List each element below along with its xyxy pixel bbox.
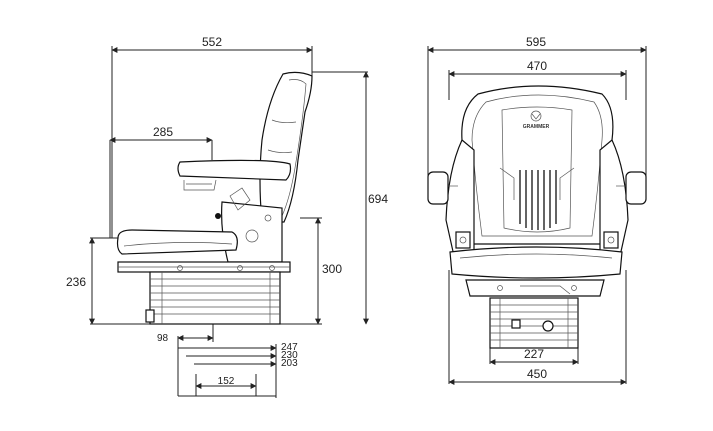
front-view: 595 470 227 450 GRAMME [427, 35, 647, 385]
bracket-left [455, 231, 471, 249]
dim-694: 694 [368, 192, 388, 206]
dim-247: 247 [281, 342, 298, 353]
suspension-base [489, 297, 579, 349]
seat-side-drawing [116, 71, 313, 325]
seat-front-drawing: GRAMMER [427, 85, 647, 349]
side-view: 552 285 694 300 236 98 247 230 203 152 [66, 35, 388, 398]
dim-227: 227 [524, 347, 544, 361]
front-dimension-lines [427, 47, 647, 385]
armrest-left [427, 171, 449, 205]
dim-450: 450 [527, 367, 547, 381]
dim-300: 300 [322, 262, 342, 276]
dim-152: 152 [218, 376, 235, 387]
side-dimension-lines [89, 47, 369, 398]
dim-552: 552 [202, 35, 222, 49]
armrest-right [625, 171, 647, 205]
brand-name: GRAMMER [523, 124, 550, 130]
dim-470: 470 [527, 59, 547, 73]
dim-230: 230 [281, 350, 298, 361]
brand-logo-icon [530, 110, 542, 122]
bracket-right [603, 231, 619, 249]
dim-98: 98 [157, 333, 169, 344]
dim-595: 595 [526, 35, 546, 49]
dim-236: 236 [66, 275, 86, 289]
dim-203: 203 [281, 358, 298, 369]
dim-285: 285 [153, 125, 173, 139]
backrest-ribs [519, 170, 557, 230]
